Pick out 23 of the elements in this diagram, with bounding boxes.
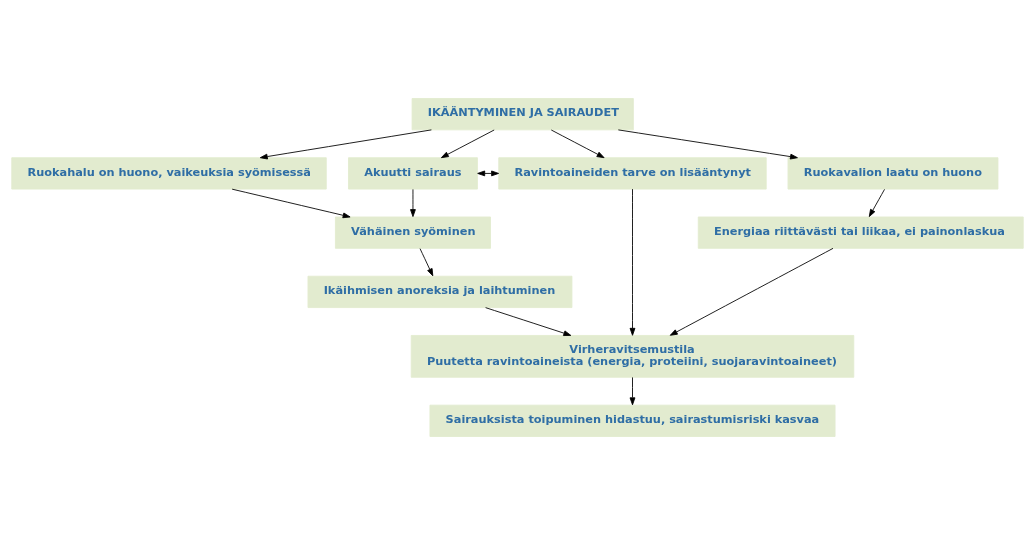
node-box: Ikäihmisen anoreksia ja laihtuminen [307,275,573,308]
node-box: Vähäinen syöminen [335,216,491,249]
node-box: IKÄÄNTYMINEN JA SAIRAUDET [411,97,634,130]
node-box: Sairauksista toipuminen hidastuu, sairastumisriski kasvaa [429,404,836,437]
node-box: Akuutti sairaus [348,156,478,190]
arrow [868,188,885,217]
arrow [410,188,416,217]
arrow [440,129,495,158]
arrow [477,170,499,176]
arrow [629,376,636,405]
node-box: Energiaa riittävästi tai liikaa, ei painonlaskua [697,216,1024,249]
arrow [259,128,432,159]
node-box: Virheravitsemustila Puutetta ravintoaineista (energia, proteiini, suojaravintoaineet) [410,334,855,378]
arrow [629,188,636,336]
arrow [669,247,834,336]
arrow [485,306,572,336]
node-box: Ruokahalu on huono, vaikeuksia syömisessä [11,156,327,190]
node-box: Ravintoaineiden tarve on lisääntynyt [498,156,767,190]
arrow [550,129,605,158]
arrow [419,247,434,276]
node-box: Ruokavalion laatu on huono [787,156,999,190]
arrow [231,188,351,218]
arrow [617,128,798,159]
